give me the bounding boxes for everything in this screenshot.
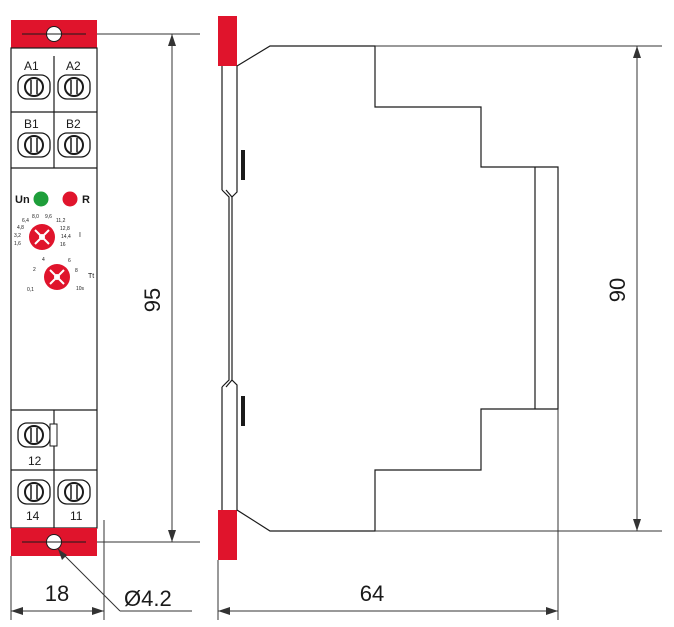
dial1-tick-6-4: 6,4 (22, 218, 29, 224)
screw-terminal-14 (17, 479, 51, 505)
dial2-tick-4: 4 (42, 257, 45, 263)
side-slot-bottom (241, 396, 245, 426)
screw-terminal-b2 (57, 132, 91, 158)
dimension-hole-diameter: Ø4.2 (124, 586, 172, 611)
dial2-tick-0-1: 0,1 (27, 287, 34, 293)
terminal-label-b2: B2 (66, 117, 81, 131)
dial1-tick-1-6: 1,6 (14, 241, 21, 247)
dimension-height-front: 95 (140, 288, 165, 312)
dial-time: 4 6 2 8 0,1 10s Tt (27, 257, 94, 293)
terminal-label-14: 14 (26, 509, 40, 523)
dial1-tick-12-8: 12,8 (60, 226, 70, 232)
dial2-tick-2: 2 (33, 267, 36, 273)
dial1-tick-11-2: 11,2 (56, 218, 66, 224)
dial1-tick-9-6: 9,6 (45, 214, 52, 220)
side-top-clip (218, 16, 237, 66)
terminal-label-b1: B1 (24, 117, 39, 131)
front-view: A1 A2 B1 B2 Un (10, 20, 98, 556)
terminal-label-a2: A2 (66, 59, 81, 73)
dial2-tick-8: 8 (75, 268, 78, 274)
dial1-tick-3-2: 3,2 (14, 233, 21, 239)
dimension-depth-side: 64 (360, 581, 384, 606)
side-slot-top (241, 150, 245, 180)
terminal-label-12: 12 (28, 454, 42, 468)
terminal-label-11: 11 (70, 509, 83, 523)
led-label-un: Un (15, 194, 30, 206)
led-label-r: R (82, 194, 90, 206)
dimension-height-side: 90 (605, 278, 630, 302)
dial1-tick-8-0: 8,0 (32, 214, 39, 220)
led-r (62, 191, 78, 207)
screw-terminal-a2 (57, 74, 91, 100)
side-dimensions: 90 64 (217, 45, 662, 620)
screw-terminal-11 (57, 479, 91, 505)
dial2-label: Tt (88, 273, 94, 280)
screw-terminal-12 (17, 422, 58, 448)
screw-terminal-b1 (17, 132, 51, 158)
front-dimensions: 95 18 Ø4.2 (10, 33, 200, 620)
dial1-tick-4-8: 4,8 (17, 225, 24, 231)
dial1-label: I (79, 232, 81, 239)
dial2-tick-10s: 10s (76, 286, 85, 292)
dial2-tick-6: 6 (68, 258, 71, 264)
dimension-width-front: 18 (45, 581, 69, 606)
side-profile (231, 45, 559, 532)
dial1-tick-16: 16 (60, 242, 66, 248)
dial1-tick-14-4: 14,4 (61, 234, 71, 240)
led-un (33, 191, 49, 207)
dial-current: 6,4 8,0 9,6 11,2 4,8 12,8 3,2 14,4 1,6 1… (14, 214, 81, 250)
side-bottom-clip (218, 510, 237, 560)
side-view (218, 16, 559, 560)
terminal-label-a1: A1 (24, 59, 39, 73)
screw-terminal-a1 (17, 74, 51, 100)
